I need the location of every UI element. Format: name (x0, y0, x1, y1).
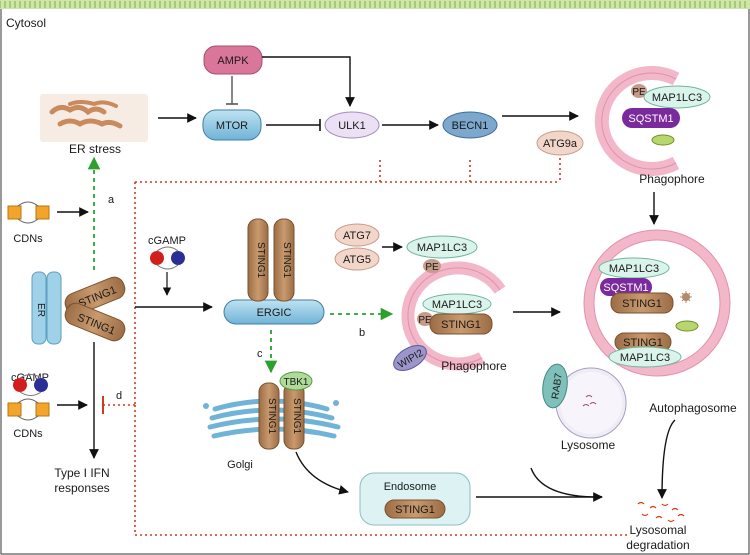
step-b-label: b (359, 327, 365, 339)
svg-text:SQSTM1: SQSTM1 (628, 113, 673, 125)
lysosomal-degradation-line2: degradation (626, 538, 689, 552)
cdns-molecule-top (7, 201, 50, 224)
svg-text:STING1: STING1 (266, 398, 277, 435)
cdns-low-label: CDNs (13, 428, 43, 440)
autophagosome-label: Autophagosome (649, 401, 737, 415)
svg-text:Endosome: Endosome (384, 481, 437, 493)
autophagosome: MAP1LC3 SQSTM1 STING1 STING1 MAP1LC3 (583, 229, 731, 377)
cdns-top-label: CDNs (13, 233, 43, 245)
svg-text:MAP1LC3: MAP1LC3 (417, 242, 467, 254)
svg-text:STING1: STING1 (291, 398, 302, 435)
golgi-label: Golgi (227, 459, 253, 471)
step-d-label: d (116, 390, 122, 402)
svg-text:SQSTM1: SQSTM1 (603, 282, 648, 294)
cytosol-label: Cytosol (6, 16, 46, 30)
ampk-to-ulk1-arrow (262, 56, 355, 107)
red-dotted-links (103, 158, 630, 536)
phagophore-mid-label: Phagophore (441, 359, 507, 373)
cgamp-mid-molecule (150, 246, 185, 270)
step-c-label: c (257, 348, 263, 360)
svg-text:ER: ER (35, 303, 46, 317)
svg-text:STING1: STING1 (281, 242, 292, 279)
svg-text:MAP1LC3: MAP1LC3 (620, 352, 670, 364)
svg-text:MAP1LC3: MAP1LC3 (609, 263, 659, 275)
er-membrane: ER (31, 271, 62, 345)
svg-text:RAB7: RAB7 (550, 372, 565, 400)
er-stress-label: ER stress (69, 142, 121, 156)
lysosome-label: Lysosome (561, 438, 616, 452)
svg-text:STING1: STING1 (395, 504, 435, 516)
svg-text:STING1: STING1 (623, 337, 663, 349)
svg-text:ERGIC: ERGIC (257, 307, 292, 319)
svg-text:BECN1: BECN1 (452, 120, 489, 132)
endosome: Endosome STING1 (359, 472, 471, 526)
lysosome-merge-line (530, 467, 603, 498)
atg5-node: ATG5 (334, 247, 380, 271)
step-a-label: a (108, 194, 115, 206)
lysosomal-degradation-line1: Lysosomal (630, 523, 687, 537)
svg-text:STING1: STING1 (255, 242, 266, 279)
cgamp-low-molecule (13, 374, 48, 396)
atg7-node: ATG7 (334, 223, 380, 247)
svg-text:MAP1LC3: MAP1LC3 (652, 92, 702, 104)
phagophore-top: PE MAP1LC3 SQSTM1 (594, 66, 711, 176)
ifn-label-line2: responses (54, 481, 109, 495)
svg-text:MTOR: MTOR (216, 120, 248, 132)
cdns-molecule-low (7, 398, 50, 421)
svg-text:ULK1: ULK1 (338, 120, 366, 132)
atg9a-node: ATG9a (536, 130, 584, 156)
svg-text:ATG7: ATG7 (343, 230, 371, 242)
cgamp-mid-label: cGAMP (148, 235, 186, 247)
sting1-er-dimer: STING1 STING1 (64, 276, 126, 342)
ifn-label-line1: Type I IFN (54, 466, 109, 480)
svg-text:ATG5: ATG5 (343, 254, 371, 266)
svg-text:STING1: STING1 (622, 298, 662, 310)
ergic-compartment: ERGIC STING1 STING1 (223, 218, 325, 325)
golgi-to-endosome-arrow (295, 451, 349, 495)
mtor-node: MTOR (202, 109, 262, 141)
er-stress-graphic (40, 94, 148, 142)
phagophore-mid: MAP1LC3 PE MAP1LC3 PE STING1 WIPI2 (393, 235, 506, 371)
svg-text:PE: PE (632, 87, 646, 98)
lysosome: RAB7 (542, 363, 627, 439)
svg-text:TBK1: TBK1 (283, 377, 308, 388)
svg-text:PE: PE (425, 262, 439, 273)
phagophore-top-label: Phagophore (639, 172, 705, 186)
autophagosome-to-degradation-arrow (657, 419, 676, 499)
becn1-node: BECN1 (442, 111, 498, 139)
plasma-membrane (0, 0, 750, 9)
svg-text:PE: PE (418, 315, 432, 326)
svg-text:AMPK: AMPK (217, 55, 249, 67)
ampk-node: AMPK (203, 45, 263, 75)
ulk1-node: ULK1 (324, 111, 380, 139)
golgi-apparatus: STING1 STING1 TBK1 (203, 371, 341, 450)
degradation-fragments (637, 501, 685, 523)
svg-text:MAP1LC3: MAP1LC3 (432, 299, 482, 311)
svg-text:ATG9a: ATG9a (543, 138, 578, 150)
svg-text:STING1: STING1 (441, 319, 481, 331)
